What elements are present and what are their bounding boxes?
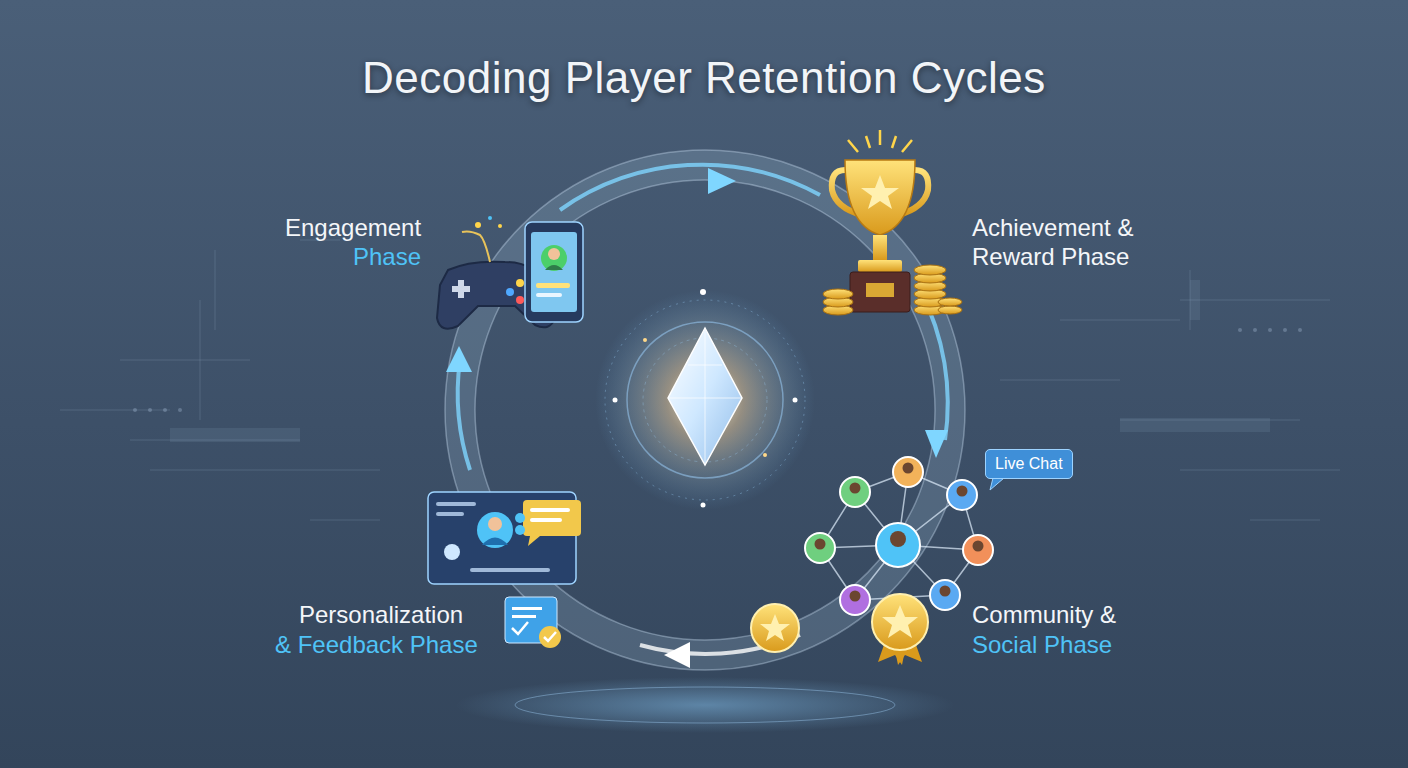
phase-label: Engagement [285,214,421,243]
center-gem [595,289,815,510]
cycle-ring [445,150,965,670]
feedback-form [505,597,561,648]
badge-medals [751,594,928,665]
cycle-arrowheads [446,168,948,668]
phase-label: Phase [353,243,421,272]
trophy-icon [832,130,928,312]
coin-stacks [823,265,962,315]
phase-label: & Feedback Phase [275,631,478,660]
phase-label: Personalization [299,601,463,630]
people-network [805,457,993,615]
phone-icon [525,222,583,322]
phase-label: Community & [972,601,1116,630]
profile-card [428,492,581,584]
chat-bubble-tail [990,478,1004,490]
phase-label: Achievement & Reward Phase [972,214,1172,272]
chat-bubble: Live Chat [985,449,1073,479]
chat-label: Live Chat [995,455,1063,473]
background-decor [60,240,1340,520]
diagram-title: Decoding Player Retention Cycles [362,52,1046,105]
floor-glow [455,677,955,733]
floor-ring [515,687,895,723]
phase-label: Social Phase [972,631,1112,660]
